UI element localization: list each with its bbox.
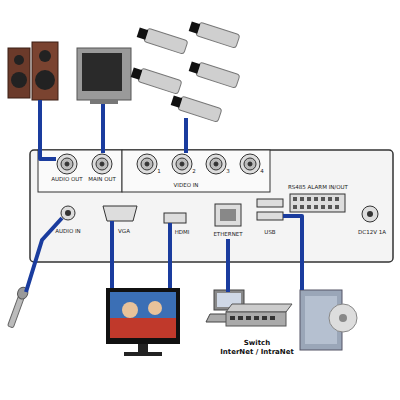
node-text: AUDIO IN bbox=[55, 228, 80, 235]
port-label: USB bbox=[263, 229, 276, 236]
crt-monitor bbox=[77, 48, 131, 104]
node-text: AUDIO OUT bbox=[51, 176, 82, 183]
switch-box: SwitchInterNet / IntraNet bbox=[212, 292, 302, 358]
port-label: VGA bbox=[117, 228, 131, 235]
channel-number: 2 bbox=[192, 168, 196, 175]
rear-panel bbox=[30, 150, 393, 262]
node-text: USB bbox=[264, 229, 275, 236]
bnc-connectors bbox=[57, 154, 260, 174]
terminal-block bbox=[290, 194, 345, 212]
node-text: MAIN OUT bbox=[88, 176, 116, 183]
port-label: RS485 ALARM IN/OUT bbox=[287, 184, 349, 191]
hdmi-port bbox=[164, 213, 186, 223]
usb-port bbox=[257, 212, 283, 220]
channel-number: 1 bbox=[157, 168, 161, 175]
port-label: DC12V 1A bbox=[357, 229, 387, 236]
video-bay bbox=[122, 150, 270, 192]
microphone bbox=[6, 286, 30, 329]
port-label: AUDIO OUT bbox=[50, 176, 83, 183]
port-label: VIDEO IN bbox=[173, 182, 200, 189]
cable-wires bbox=[26, 100, 302, 292]
network-switch bbox=[226, 304, 292, 326]
usb-port bbox=[257, 199, 283, 207]
speakers bbox=[8, 42, 58, 100]
network-cable bbox=[226, 239, 230, 292]
output-bay bbox=[38, 150, 122, 192]
vga-port bbox=[103, 206, 137, 221]
cctv-cameras bbox=[130, 20, 240, 123]
rj45-port bbox=[215, 204, 241, 226]
port-label: AUDIO IN bbox=[54, 228, 81, 235]
channel-number: 4 bbox=[260, 168, 264, 175]
rca-jack bbox=[61, 206, 75, 220]
channel-number: 3 bbox=[226, 168, 230, 175]
node-text: VGA bbox=[118, 228, 130, 235]
node-text: InterNet / IntraNet bbox=[220, 348, 294, 357]
node-text: RS485 ALARM IN/OUT bbox=[288, 184, 348, 191]
node-text: HDMI bbox=[175, 229, 190, 236]
port-label: MAIN OUT bbox=[87, 176, 117, 183]
node-text: Switch bbox=[244, 339, 270, 348]
lcd-monitor bbox=[106, 288, 180, 356]
power-jack bbox=[362, 206, 378, 222]
node-text: DC12V 1A bbox=[358, 229, 386, 236]
port-label: ETHERNET bbox=[212, 231, 243, 238]
rj45-socket bbox=[220, 209, 236, 221]
node-text: VIDEO IN bbox=[174, 182, 199, 189]
dvd-drive bbox=[300, 290, 357, 350]
node-text: ETHERNET bbox=[213, 231, 242, 238]
port-label: HDMI bbox=[174, 229, 191, 236]
